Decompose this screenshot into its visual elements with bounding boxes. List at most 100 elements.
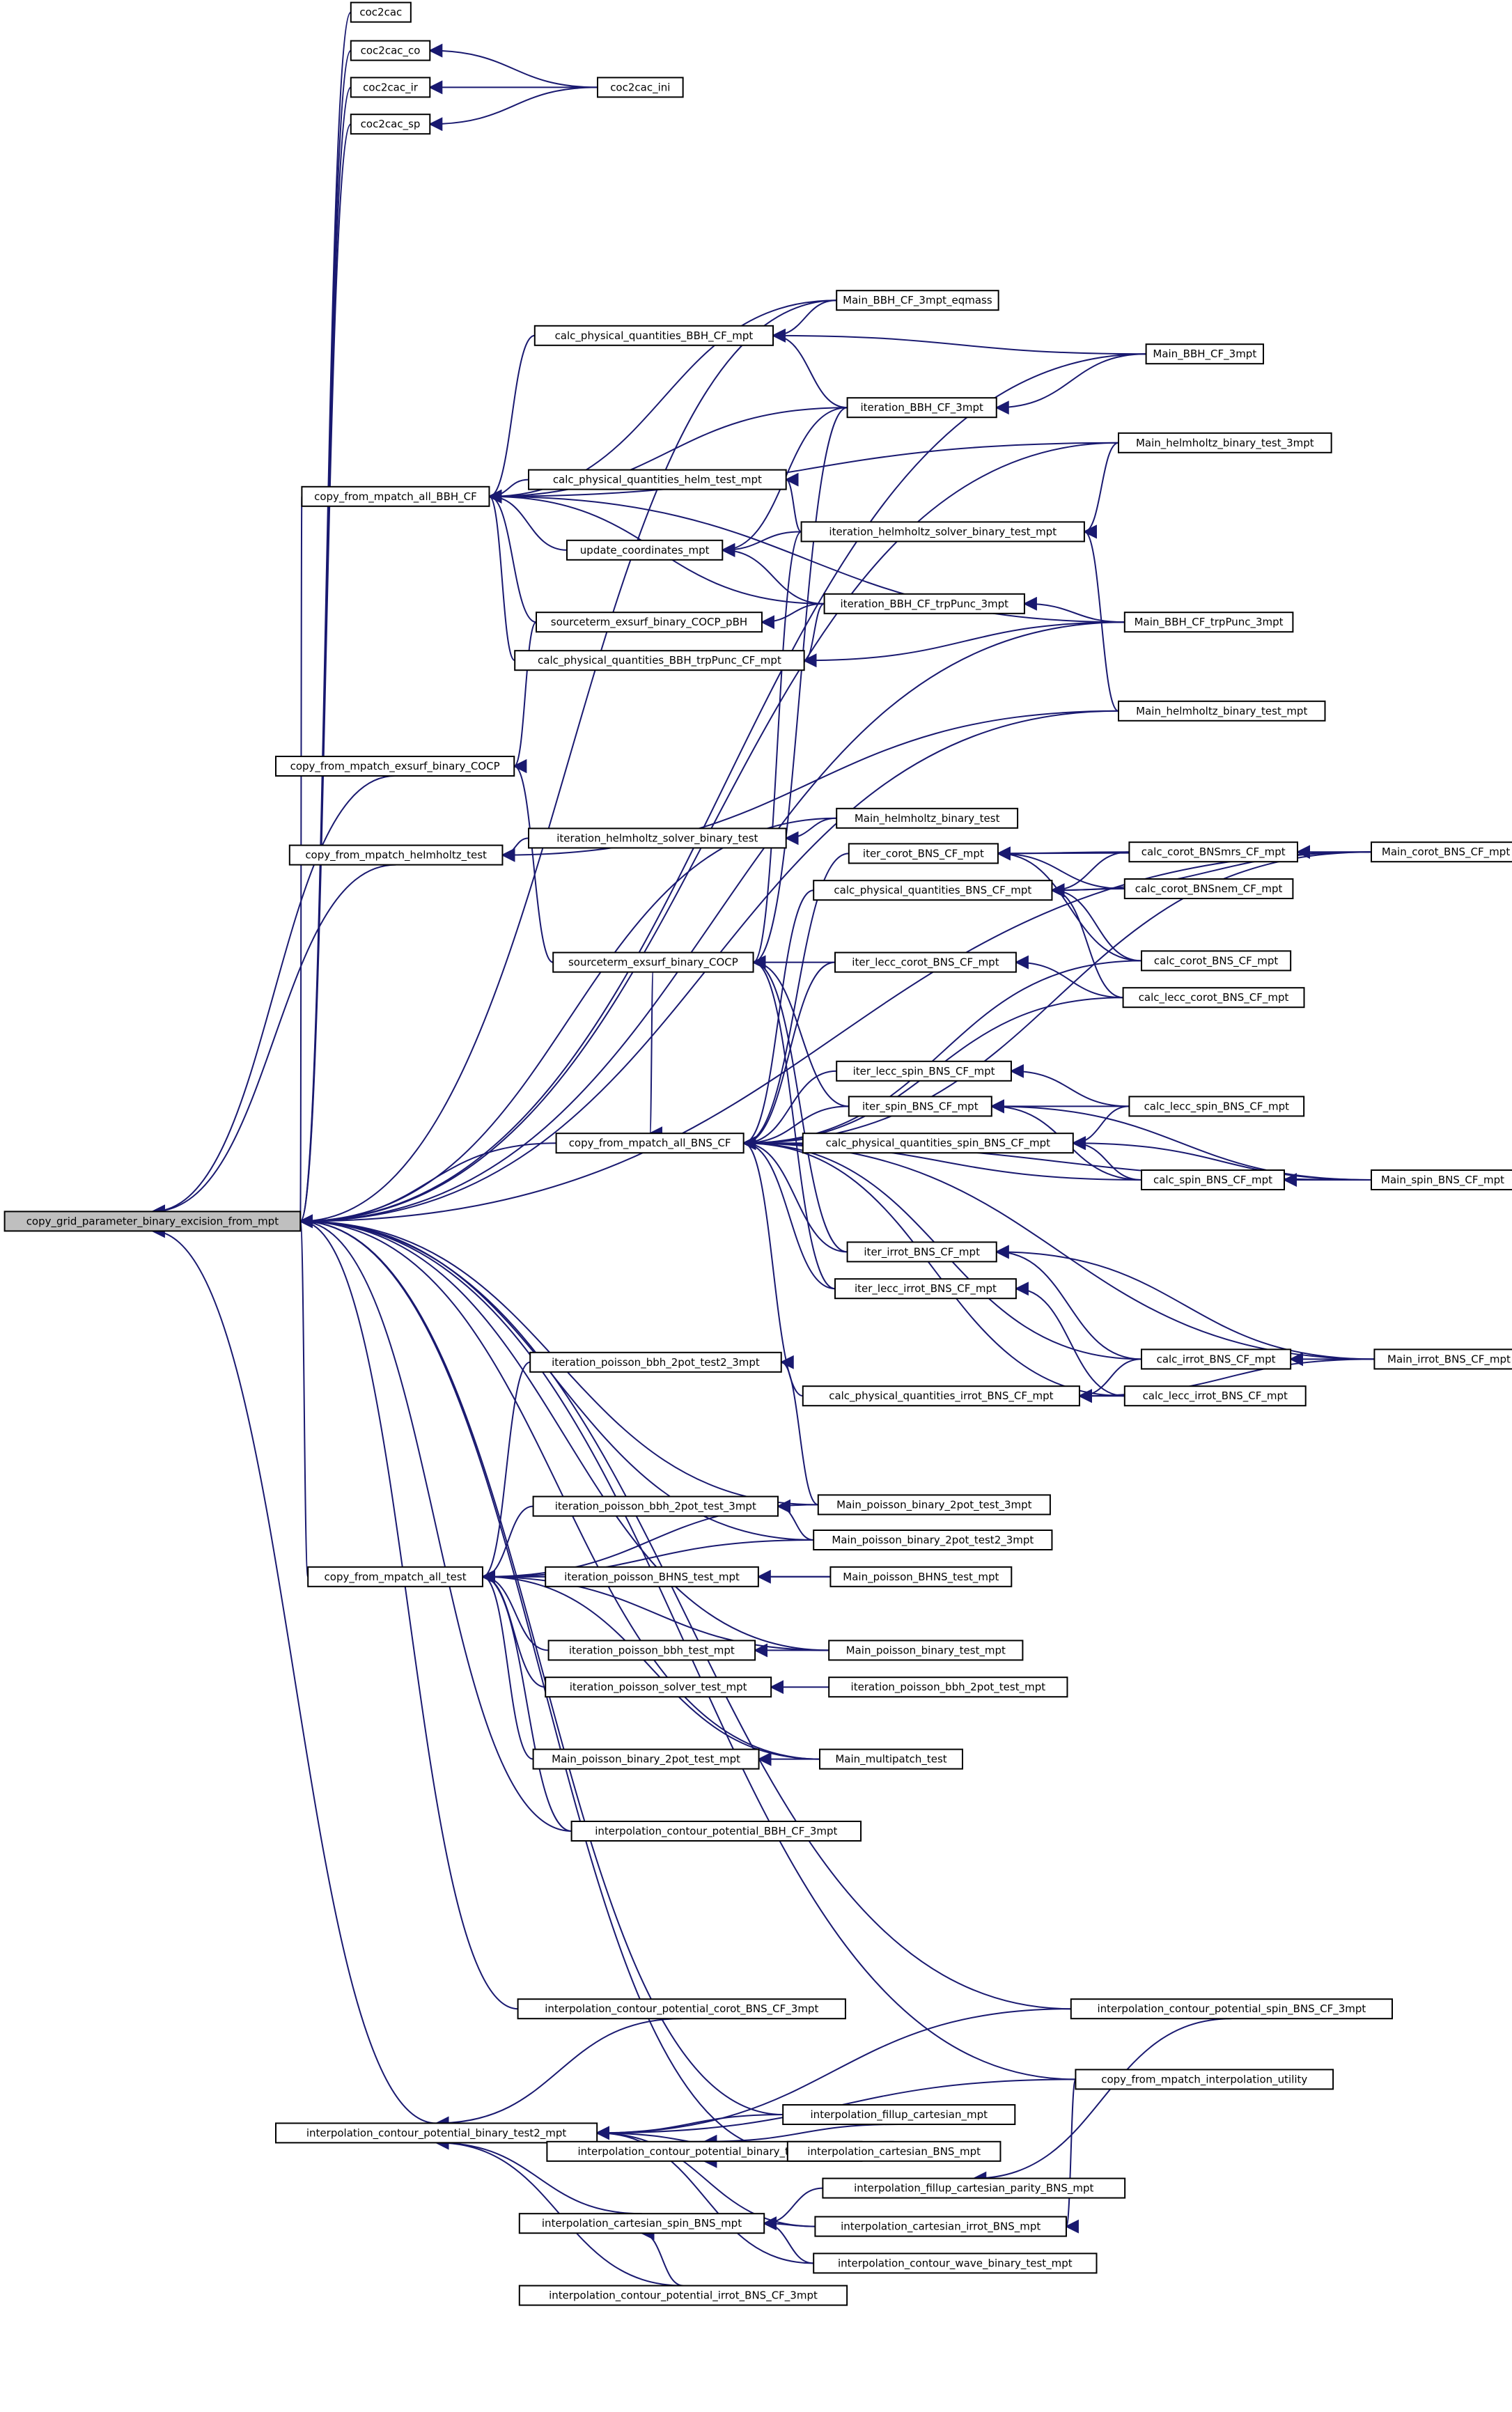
- node-main-poisson-binary-2pot-test-3mpt[interactable]: Main_poisson_binary_2pot_test_3mpt: [817, 1494, 1051, 1516]
- node-calc-lecc-corot-bns-cf-mpt[interactable]: calc_lecc_corot_BNS_CF_mpt: [1122, 987, 1305, 1009]
- node-main-bbh-cf-3mpt-eqmass[interactable]: Main_BBH_CF_3mpt_eqmass: [836, 290, 999, 311]
- node-calc-physical-quantities-spin-bns-cf-mpt[interactable]: calc_physical_quantities_spin_BNS_CF_mpt: [802, 1133, 1074, 1154]
- node-interpolation-fillup-cartesian-parity-bns-mpt[interactable]: interpolation_fillup_cartesian_parity_BN…: [822, 2177, 1126, 2199]
- node-main-poisson-bhns-test-mpt[interactable]: Main_poisson_BHNS_test_mpt: [829, 1566, 1013, 1587]
- node-main-irrot-bns-cf-mpt[interactable]: Main_irrot_BNS_CF_mpt: [1373, 1348, 1512, 1370]
- node-calc-physical-quantities-irrot-bns-cf-mpt[interactable]: calc_physical_quantities_irrot_BNS_CF_mp…: [802, 1385, 1080, 1407]
- node-label: iteration_poisson_bbh_2pot_test2_3mpt: [552, 1356, 760, 1369]
- node-box: [570, 1821, 862, 1842]
- node-main-multipatch-test[interactable]: Main_multipatch_test: [819, 1748, 963, 1770]
- node-interpolation-cartesian-spin-bns-mpt[interactable]: interpolation_cartesian_spin_BNS_mpt: [518, 2213, 765, 2234]
- node-sourceterm-exsurf-binary-cocp[interactable]: sourceterm_exsurf_binary_COCP: [552, 951, 754, 973]
- node-iter-irrot-bns-cf-mpt[interactable]: iter_irrot_BNS_CF_mpt: [846, 1241, 997, 1263]
- node-interpolation-cartesian-irrot-bns-mpt[interactable]: interpolation_cartesian_irrot_BNS_mpt: [814, 2216, 1067, 2237]
- node-copy-from-mpatch-all-test[interactable]: copy_from_mpatch_all_test: [307, 1566, 483, 1587]
- node-calc-irrot-bns-cf-mpt[interactable]: calc_irrot_BNS_CF_mpt: [1141, 1348, 1292, 1370]
- node-iteration-helmholtz-solver-binary-test[interactable]: iteration_helmholtz_solver_binary_test: [528, 827, 787, 849]
- node-iteration-poisson-bhns-test-mpt[interactable]: iteration_poisson_BHNS_test_mpt: [545, 1566, 759, 1587]
- node-interpolation-contour-potential-corot-bns-cf-3mpt[interactable]: interpolation_contour_potential_corot_BN…: [517, 1998, 846, 2020]
- node-iteration-bbh-cf-trppunc-3mpt[interactable]: iteration_BBH_CF_trpPunc_3mpt: [823, 593, 1025, 614]
- node-sourceterm-exsurf-binary-cocp-pbh[interactable]: sourceterm_exsurf_binary_COCP_pBH: [536, 612, 763, 633]
- edge-70-63: [595, 2126, 814, 2264]
- node-main-poisson-binary-test-mpt[interactable]: Main_poisson_binary_test_mpt: [828, 1640, 1024, 1661]
- node-box: [350, 40, 431, 61]
- node-box: [848, 843, 999, 864]
- node-copy-from-mpatch-all-bns-cf[interactable]: copy_from_mpatch_all_BNS_CF: [555, 1133, 745, 1154]
- node-main-corot-bns-cf-mpt[interactable]: Main_corot_BNS_CF_mpt: [1371, 841, 1512, 863]
- node-interpolation-contour-potential-bbh-cf-3mpt[interactable]: interpolation_contour_potential_BBH_CF_3…: [570, 1821, 862, 1842]
- node-calc-physical-quantities-bbh-cf-mpt[interactable]: calc_physical_quantities_BBH_CF_mpt: [533, 325, 774, 346]
- node-interpolation-contour-potential-irrot-bns-cf-3mpt[interactable]: interpolation_contour_potential_irrot_BN…: [518, 2285, 848, 2306]
- node-iteration-poisson-bbh-2pot-test2-3mpt[interactable]: iteration_poisson_bbh_2pot_test2_3mpt: [529, 1351, 782, 1373]
- node-iter-lecc-spin-bns-cf-mpt[interactable]: iter_lecc_spin_BNS_CF_mpt: [836, 1060, 1012, 1082]
- node-iteration-bbh-cf-3mpt[interactable]: iteration_BBH_CF_3mpt: [846, 397, 997, 419]
- edge-49-48: [777, 1499, 814, 1541]
- node-iter-corot-bns-cf-mpt[interactable]: iter_corot_BNS_CF_mpt: [848, 843, 999, 864]
- edge-16-18: [802, 602, 825, 668]
- node-box: [528, 469, 787, 490]
- node-interpolation-fillup-cartesian-mpt[interactable]: interpolation_fillup_cartesian_mpt: [782, 2104, 1016, 2125]
- node-main-poisson-binary-2pot-test-mpt[interactable]: Main_poisson_binary_2pot_test_mpt: [532, 1748, 760, 1770]
- node-calc-corot-bns-cf-mpt[interactable]: calc_corot_BNS_CF_mpt: [1141, 950, 1292, 972]
- node-coc2cac[interactable]: coc2cac: [350, 1, 412, 23]
- edge-46-41: [1014, 1282, 1125, 1397]
- node-calc-lecc-spin-bns-cf-mpt[interactable]: calc_lecc_spin_BNS_CF_mpt: [1128, 1096, 1305, 1117]
- node-calc-corot-bnsmrs-cf-mpt[interactable]: calc_corot_BNSmrs_CF_mpt: [1128, 841, 1299, 863]
- node-coc2cac-ini[interactable]: coc2cac_ini: [597, 77, 684, 98]
- node-iter-spin-bns-cf-mpt[interactable]: iter_spin_BNS_CF_mpt: [848, 1096, 992, 1117]
- node-label: iter_lecc_irrot_BNS_CF_mpt: [855, 1282, 997, 1296]
- node-interpolation-contour-potential-spin-bns-cf-3mpt[interactable]: interpolation_contour_potential_spin_BNS…: [1070, 1998, 1394, 2020]
- node-coc2cac-ir[interactable]: coc2cac_ir: [350, 77, 431, 98]
- edge-20-0: [150, 775, 396, 1219]
- node-copy-from-mpatch-all-bbh-cf[interactable]: copy_from_mpatch_all_BBH_CF: [301, 485, 490, 507]
- node-main-helmholtz-binary-test[interactable]: Main_helmholtz_binary_test: [836, 807, 1019, 829]
- node-iter-lecc-corot-bns-cf-mpt[interactable]: iter_lecc_corot_BNS_CF_mpt: [834, 951, 1017, 973]
- node-main-poisson-binary-2pot-test2-3mpt[interactable]: Main_poisson_binary_2pot_test2_3mpt: [813, 1530, 1053, 1550]
- node-iteration-poisson-bbh-2pot-test-3mpt[interactable]: iteration_poisson_bbh_2pot_test_3mpt: [532, 1495, 779, 1517]
- node-iteration-poisson-bbh-2pot-test-mpt[interactable]: iteration_poisson_bbh_2pot_test_mpt: [828, 1676, 1068, 1698]
- node-label: interpolation_cartesian_irrot_BNS_mpt: [841, 2220, 1041, 2234]
- node-copy-from-mpatch-interpolation-utility[interactable]: copy_from_mpatch_interpolation_utility: [1075, 2069, 1334, 2090]
- node-update-coordinates-mpt[interactable]: update_coordinates_mpt: [566, 539, 724, 561]
- node-calc-physical-quantities-helm-test-mpt[interactable]: calc_physical_quantities_helm_test_mpt: [528, 469, 787, 490]
- edge-60-0: [299, 1214, 518, 2010]
- node-box: [545, 1566, 759, 1587]
- node-iteration-poisson-solver-test-mpt[interactable]: iteration_poisson_solver_test_mpt: [545, 1676, 772, 1698]
- node-main-helmholtz-binary-test-mpt[interactable]: Main_helmholtz_binary_test_mpt: [1118, 700, 1326, 722]
- edge-64-65: [703, 2124, 899, 2149]
- node-box: [828, 1640, 1024, 1661]
- node-calc-physical-quantities-bns-cf-mpt[interactable]: calc_physical_quantities_BNS_CF_mpt: [813, 880, 1053, 901]
- nodes: copy_grid_parameter_binary_excision_from…: [3, 1, 1512, 2306]
- node-iter-lecc-irrot-bns-cf-mpt[interactable]: iter_lecc_irrot_BNS_CF_mpt: [834, 1278, 1017, 1300]
- node-main-bbh-cf-3mpt[interactable]: Main_BBH_CF_3mpt: [1145, 343, 1264, 365]
- edge-19-14: [1082, 524, 1119, 712]
- node-calc-spin-bns-cf-mpt[interactable]: calc_spin_BNS_CF_mpt: [1141, 1169, 1285, 1190]
- edge-41-29: [751, 955, 836, 1290]
- node-main-helmholtz-binary-test-3mpt[interactable]: Main_helmholtz_binary_test_3mpt: [1118, 432, 1332, 453]
- node-interpolation-cartesian-bns-mpt[interactable]: interpolation_cartesian_BNS_mpt: [786, 2140, 1001, 2162]
- node-label: copy_from_mpatch_interpolation_utility: [1101, 2073, 1307, 2086]
- node-box: [552, 951, 754, 973]
- node-box: [819, 1748, 963, 1770]
- node-main-spin-bns-cf-mpt[interactable]: Main_spin_BNS_CF_mpt: [1371, 1169, 1512, 1190]
- node-copy-grid-parameter-binary-excision-from-mpt[interactable]: copy_grid_parameter_binary_excision_from…: [3, 1211, 302, 1232]
- node-main-bbh-cf-trppunc-3mpt[interactable]: Main_BBH_CF_trpPunc_3mpt: [1123, 612, 1294, 633]
- node-label: interpolation_contour_potential_BBH_CF_3…: [595, 1825, 837, 1838]
- node-calc-physical-quantities-bbh-trppunc-cf-mpt[interactable]: calc_physical_quantities_BBH_trpPunc_CF_…: [514, 650, 805, 671]
- node-box: [1123, 878, 1294, 899]
- node-interpolation-contour-wave-binary-test-mpt[interactable]: interpolation_contour_wave_binary_test_m…: [813, 2253, 1098, 2274]
- node-coc2cac-co[interactable]: coc2cac_co: [350, 40, 431, 61]
- node-copy-from-mpatch-helmholtz-test[interactable]: copy_from_mpatch_helmholtz_test: [288, 844, 504, 866]
- node-coc2cac-sp[interactable]: coc2cac_sp: [350, 114, 431, 135]
- node-copy-from-mpatch-exsurf-binary-cocp[interactable]: copy_from_mpatch_exsurf_binary_COCP: [275, 756, 515, 777]
- node-iteration-helmholtz-solver-binary-test-mpt[interactable]: iteration_helmholtz_solver_binary_test_m…: [800, 521, 1085, 543]
- node-calc-corot-bnsnem-cf-mpt[interactable]: calc_corot_BNSnem_CF_mpt: [1123, 878, 1294, 899]
- node-calc-lecc-irrot-bns-cf-mpt[interactable]: calc_lecc_irrot_BNS_CF_mpt: [1123, 1385, 1307, 1407]
- node-box: [1373, 1348, 1512, 1370]
- node-label: coc2cac: [359, 6, 402, 19]
- node-label: calc_physical_quantities_BBH_trpPunc_CF_…: [538, 654, 781, 667]
- node-label: Main_helmholtz_binary_test: [855, 812, 1000, 825]
- node-interpolation-contour-potential-binary-test2-mpt[interactable]: interpolation_contour_potential_binary_t…: [275, 2122, 598, 2144]
- node-box: [1371, 841, 1512, 863]
- node-iteration-poisson-bbh-test-mpt[interactable]: iteration_poisson_bbh_test_mpt: [547, 1640, 756, 1661]
